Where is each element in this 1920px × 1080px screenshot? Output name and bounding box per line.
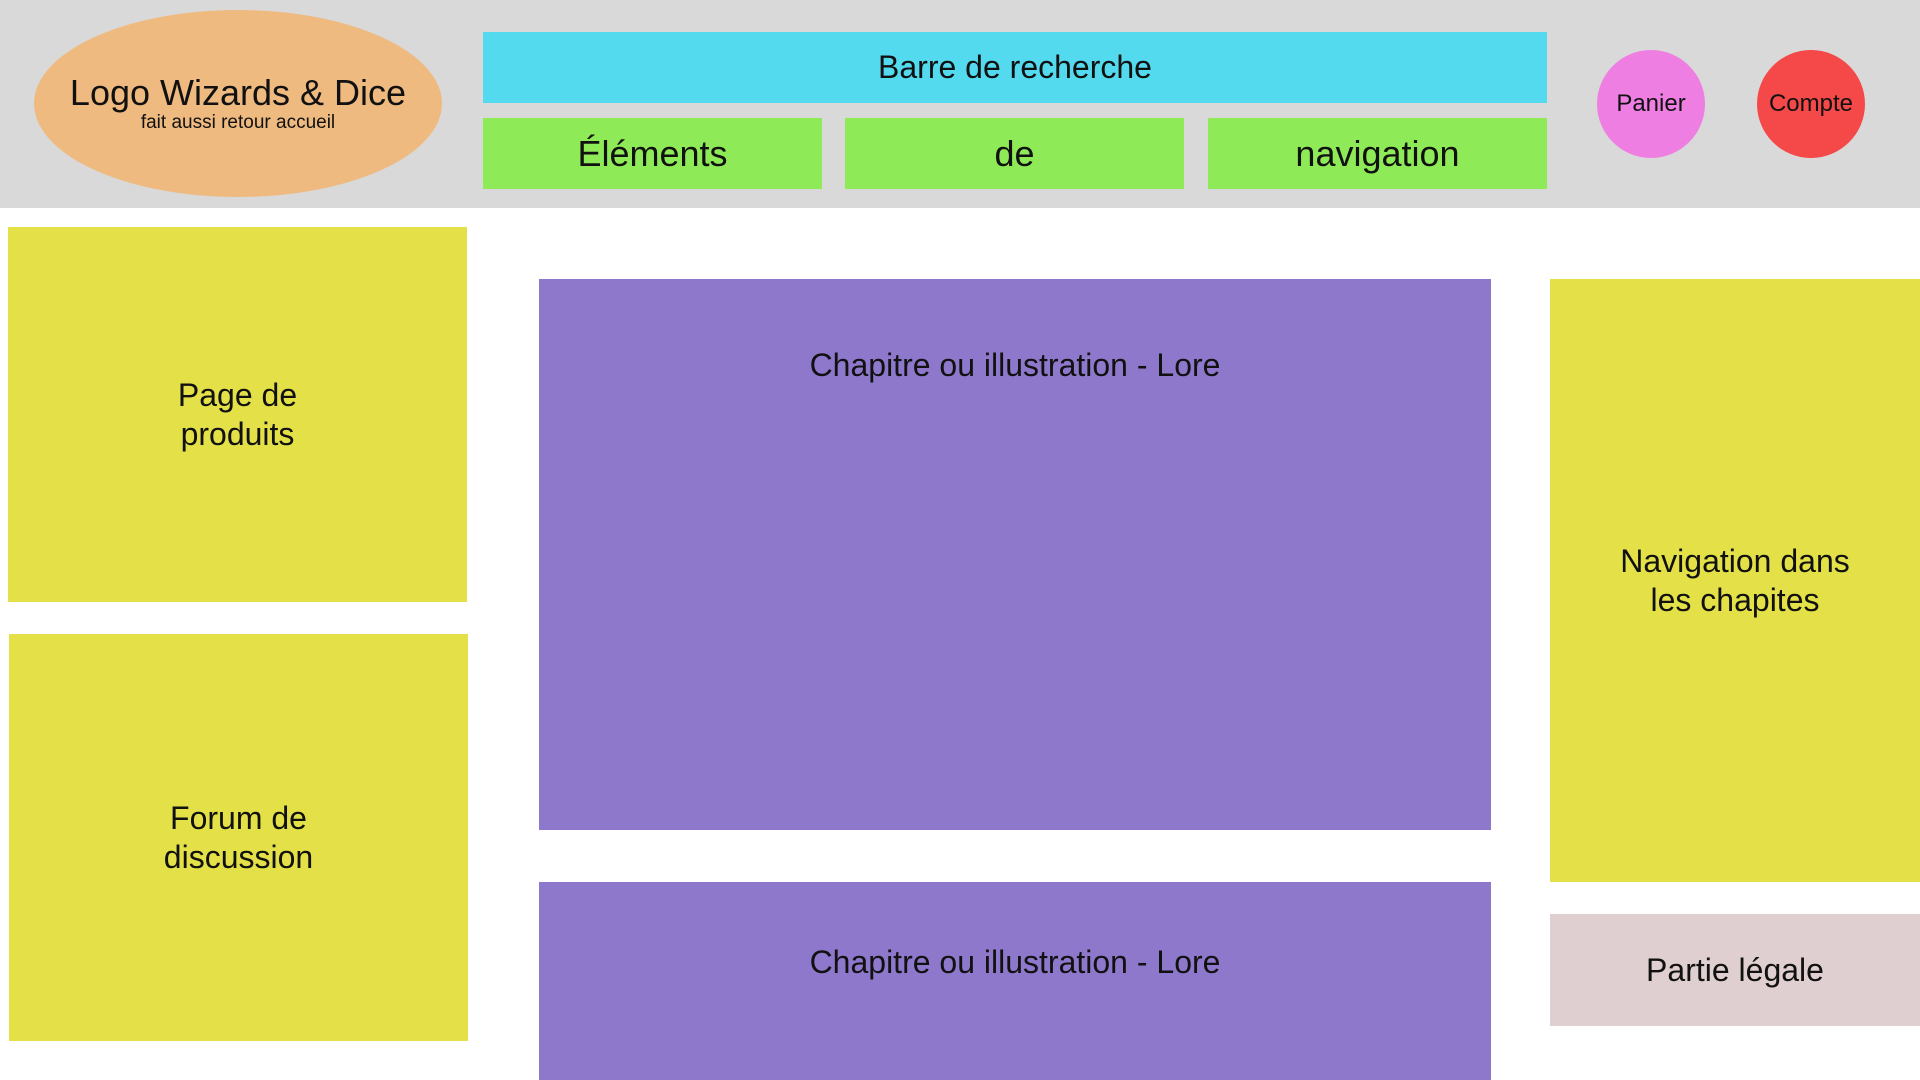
nav-item-label: navigation (1295, 132, 1460, 174)
logo-home-link[interactable]: Logo Wizards & Dice fait aussi retour ac… (34, 10, 442, 197)
logo-subtitle: fait aussi retour accueil (140, 111, 336, 133)
forum-block[interactable]: Forum de discussion (9, 634, 468, 1041)
chapter-lore-label: Chapitre ou illustration - Lore (809, 347, 1221, 383)
chapter-navigation-block[interactable]: Navigation dans les chapites (1550, 279, 1920, 882)
logo-title: Logo Wizards & Dice (69, 71, 407, 113)
products-page-block[interactable]: Page de produits (8, 227, 467, 602)
chapter-lore-block[interactable]: Chapitre ou illustration - Lore (539, 279, 1491, 830)
chapter-lore-block[interactable]: Chapitre ou illustration - Lore (539, 882, 1491, 1080)
account-button[interactable]: Compte (1757, 50, 1865, 158)
account-label: Compte (1768, 90, 1854, 117)
products-page-label: Page de produits (177, 376, 298, 452)
search-bar[interactable]: Barre de recherche (483, 32, 1547, 103)
search-bar-label: Barre de recherche (878, 49, 1152, 85)
chapter-lore-label: Chapitre ou illustration - Lore (809, 944, 1221, 980)
legal-section-label: Partie légale (1646, 951, 1824, 988)
cart-button[interactable]: Panier (1597, 50, 1705, 158)
forum-label: Forum de discussion (163, 799, 314, 875)
nav-item-label: de (994, 132, 1035, 174)
nav-item-navigation[interactable]: navigation (1208, 118, 1547, 189)
legal-section-block[interactable]: Partie légale (1550, 914, 1920, 1026)
chapter-navigation-label: Navigation dans les chapites (1620, 542, 1850, 618)
cart-label: Panier (1616, 90, 1686, 117)
nav-item-elements[interactable]: Éléments (483, 118, 822, 189)
nav-item-de[interactable]: de (845, 118, 1184, 189)
nav-item-label: Éléments (577, 132, 728, 174)
